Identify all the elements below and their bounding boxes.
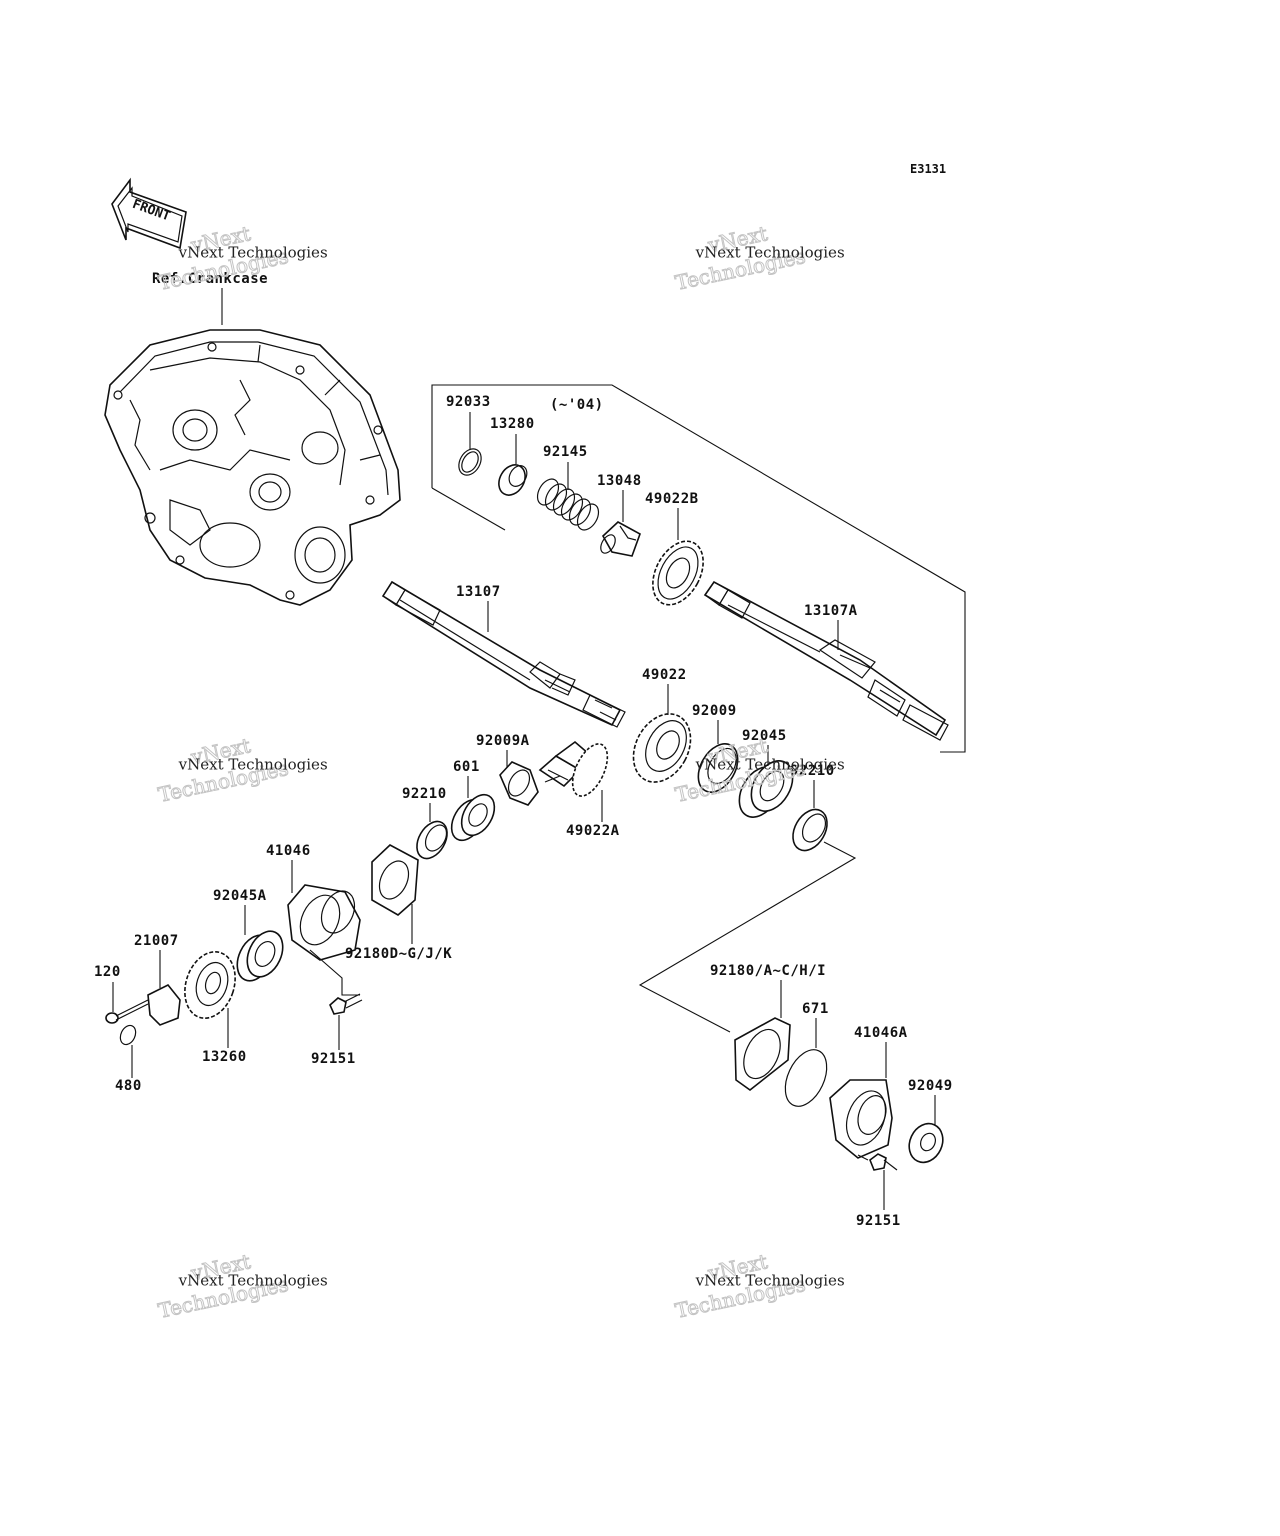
- svg-text:vNext Technologies: vNext Technologies: [178, 755, 328, 773]
- watermark-mid-left: vNext Technologies vNext Technologies: [156, 733, 328, 808]
- plate-21007: [147, 983, 181, 1026]
- circlip-480: [119, 1024, 137, 1046]
- label-leaders: [112, 412, 936, 1210]
- svg-text:vNext Technologies: vNext Technologies: [695, 1271, 845, 1289]
- housing-41046A: [829, 1079, 893, 1161]
- watermark-bottom-right: vNext Technologies vNext Technologies: [673, 1249, 845, 1324]
- part-label-13260: 13260: [202, 1049, 247, 1065]
- nut-92009A: [499, 761, 539, 806]
- part-label-92045A: 92045A: [213, 888, 267, 904]
- svg-text:vNext Technologies: vNext Technologies: [695, 243, 845, 261]
- part-label-92033: 92033: [446, 394, 491, 410]
- gear-49022: [632, 713, 692, 783]
- part-label-92210-left: 92210: [402, 786, 447, 802]
- part-label-41046A: 41046A: [854, 1025, 908, 1041]
- collar-13280: [498, 464, 528, 496]
- part-label-671: 671: [802, 1001, 829, 1017]
- part-label-601: 601: [453, 759, 480, 775]
- part-label-92009A: 92009A: [476, 733, 530, 749]
- cam-13048: [600, 521, 641, 557]
- svg-text:vNext Technologies: vNext Technologies: [178, 1271, 328, 1289]
- circlip-92033: [458, 448, 482, 476]
- ref-crankcase-label: Ref.Crankcase: [152, 271, 268, 287]
- diagram-code: E3131: [910, 162, 946, 176]
- version-group-outline: [431, 384, 966, 753]
- ring-92009: [697, 743, 739, 793]
- gear-49022B: [652, 540, 704, 606]
- gasket-92180-right: [734, 1017, 791, 1092]
- part-label-120: 120: [94, 964, 121, 980]
- washer-92049: [908, 1122, 944, 1164]
- pinion-49022A: [538, 740, 609, 797]
- svg-text:vNext Technologies: vNext Technologies: [695, 755, 845, 773]
- part-label-92151-left: 92151: [311, 1051, 356, 1067]
- watermark-top-right: vNext Technologies vNext Technologies: [673, 221, 845, 296]
- part-label-92180D-G-J-K: 92180D~G/J/K: [345, 946, 452, 962]
- part-label-13107A: 13107A: [804, 603, 858, 619]
- housing-41046: [287, 884, 361, 996]
- part-label-92210-right: 92210: [790, 763, 835, 779]
- bolt-92151-right: [869, 1153, 898, 1171]
- watermark-bottom-left: vNext Technologies vNext Technologies: [156, 1249, 328, 1324]
- part-label-92045: 92045: [742, 728, 787, 744]
- part-label-92145: 92145: [543, 444, 588, 460]
- gear-13260: [184, 951, 236, 1019]
- part-label-41046: 41046: [266, 843, 311, 859]
- part-label-13107: 13107: [456, 584, 501, 600]
- part-label-21007: 21007: [134, 933, 179, 949]
- part-label-480: 480: [115, 1078, 142, 1094]
- shaft-13107: [381, 580, 626, 728]
- part-label-49022B: 49022B: [645, 491, 699, 507]
- bearing-92045: [738, 760, 794, 818]
- gasket-92180D: [371, 844, 419, 916]
- part-label-49022A: 49022A: [566, 823, 620, 839]
- shaft-13107A: [703, 580, 949, 741]
- version-note: (~'04): [550, 397, 604, 413]
- bearing-92045A: [236, 930, 284, 982]
- part-label-92009: 92009: [692, 703, 737, 719]
- bearing-601: [450, 793, 496, 842]
- part-label-13048: 13048: [597, 473, 642, 489]
- right-group-outline: [638, 841, 857, 1033]
- spring-92145: [536, 478, 600, 531]
- bolt-120: [105, 999, 149, 1024]
- seal-92210-left: [416, 820, 448, 860]
- crankcase-drawing: [104, 329, 401, 606]
- part-label-49022: 49022: [642, 667, 687, 683]
- o-ring-671: [784, 1049, 828, 1107]
- front-arrow-icon: FRONT: [111, 177, 187, 250]
- part-label-92180-A-C-H-I: 92180/A~C/H/I: [710, 963, 826, 979]
- part-label-13280: 13280: [490, 416, 535, 432]
- part-label-92049: 92049: [908, 1078, 953, 1094]
- part-label-92151-right: 92151: [856, 1213, 901, 1229]
- seal-92210-right: [792, 808, 828, 852]
- svg-text:vNext Technologies: vNext Technologies: [178, 243, 328, 261]
- bolt-92151-left: [329, 993, 363, 1015]
